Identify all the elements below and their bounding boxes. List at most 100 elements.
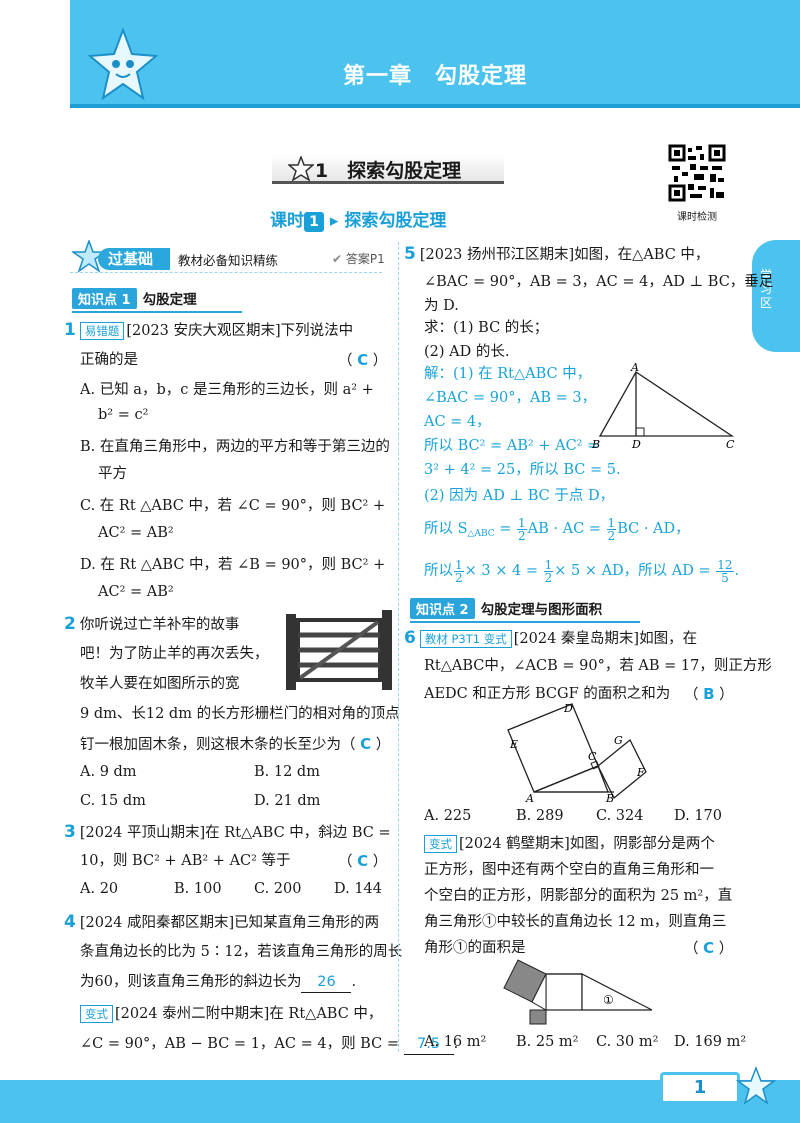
q6-variant-tag: 变式 xyxy=(424,835,457,853)
section-title-text: 探索勾股定理 xyxy=(347,160,462,182)
q5-frac-d2: 2 xyxy=(607,528,616,543)
q2-l5-text: 钉一根加固木条，则这根木条的长至少为（ xyxy=(80,737,356,753)
study-area-tab[interactable] xyxy=(752,240,800,352)
q1-optB1: B. 在直角三角形中，两边的平方和等于第三边的 xyxy=(80,439,390,455)
kp2-label: 知识点 2 xyxy=(410,598,475,619)
q4-variant-line2: ∠C = 90°，AB − BC = 1，AC = 4，则 BC = 7.5. xyxy=(80,1034,458,1055)
q5-label-a: A xyxy=(630,361,639,374)
q5-frac-d4: 2 xyxy=(544,570,553,585)
q5-s8c: × 5 × AD，所以 AD = xyxy=(554,563,716,579)
q3-number: 3 xyxy=(64,822,76,842)
q1-optC1: C. 在 Rt △ABC 中，若 ∠C = 90°，则 BC² + xyxy=(80,498,386,514)
q5-label-c: C xyxy=(726,438,735,451)
q3-option-c: C. 200 xyxy=(254,881,302,897)
q1-tag: 易错题 xyxy=(79,322,125,340)
q6-variant-option-c: C. 30 m² xyxy=(596,1034,659,1050)
q5-s8a: 所以 xyxy=(424,563,453,579)
q6-option-a: A. 225 xyxy=(424,808,472,824)
star-mascot-small-icon xyxy=(736,1066,776,1105)
q6-label-c: C xyxy=(588,750,597,763)
q4-l3-text: 为60，则该直角三角形的斜边长为 xyxy=(80,974,302,990)
q3-l1: [2024 平顶山期末]在 Rt△ABC 中，斜边 BC = xyxy=(79,825,391,841)
q5-l1: [2023 扬州邗江区期末]如图，在△ABC 中， xyxy=(419,247,710,263)
q1-stem1: 下列说法中 xyxy=(280,323,354,339)
q5-frac-ad-d: 5 xyxy=(721,570,729,585)
q5-frac-n2: 1 xyxy=(606,515,617,530)
q6-v3: 个空白的正方形，阴影部分的面积为 25 m²，直 xyxy=(424,888,733,904)
q4-answer-blank[interactable]: 26 xyxy=(301,972,352,993)
star-mascot-icon xyxy=(88,28,158,101)
q5-frac-n4: 1 xyxy=(543,557,554,572)
q6-triangle-label: ① xyxy=(603,993,614,1007)
answer-reference: ✔ 答案P1 xyxy=(332,250,385,267)
q5-frac-d3: 2 xyxy=(455,570,463,585)
q1-answer-value: C xyxy=(357,351,369,369)
q1-stem2: 正确的是 xyxy=(80,352,138,368)
q6-tag: 教材 P3T1 变式 xyxy=(419,630,512,648)
basics-title: 过基础 xyxy=(98,248,170,270)
qr-label: 课时检测 xyxy=(677,212,717,223)
q6-label-e: E xyxy=(509,738,518,751)
q2-l1: 你听说过亡羊补牢的故事 xyxy=(79,617,240,633)
q2-l5: 钉一根加固木条，则这根木条的长至少为（ C ） xyxy=(80,735,391,753)
q6-variant-line1: 变式[2024 鹤壁期末]如图，阴影部分是两个 xyxy=(424,834,715,854)
q6-label-a: A xyxy=(525,792,534,802)
q3-l2: 10，则 BC² + AB² + AC² 等于 xyxy=(80,853,291,869)
q2-answer-value: C xyxy=(360,735,372,753)
lesson-number-badge: 1 xyxy=(304,212,324,232)
q4-l2: 条直角边长的比为 5∶12，若该直角三角形的周长 xyxy=(80,944,403,960)
q4-line1: 4[2024 咸阳秦都区期末]已知某直角三角形的两 xyxy=(64,912,379,933)
q6-v1: [2024 鹤壁期末]如图，阴影部分是两个 xyxy=(459,836,715,852)
q5-line1: 5[2023 扬州邗江区期末]如图，在△ABC 中， xyxy=(404,244,709,265)
q4-variant-tag: 变式 xyxy=(80,1005,113,1023)
q5-frac-n1: 1 xyxy=(517,515,527,530)
section-title-bar xyxy=(272,154,504,184)
lesson-prefix: 课时 xyxy=(270,211,304,231)
q2-option-d: D. 21 dm xyxy=(254,793,321,809)
q2-l3: 牧羊人要在如图所示的宽 xyxy=(80,676,240,692)
q1-source: [2023 安庆大观区期末] xyxy=(126,323,281,339)
q6-v5: 角形①的面积是 xyxy=(424,940,526,956)
q5-l2: ∠BAC = 90°，AB = 3，AC = 4，AD ⊥ BC，垂足 xyxy=(424,274,774,290)
q5-number: 5 xyxy=(404,244,416,264)
chapter-header-band xyxy=(70,0,800,108)
q5-s7b: = xyxy=(494,521,517,537)
q3-option-a: A. 20 xyxy=(80,881,119,897)
q6-variant-answer-value: C xyxy=(703,939,715,957)
q1-answer: （ C ） xyxy=(338,351,388,369)
q5-label-b: B xyxy=(591,438,600,451)
section-title: 1 探索勾股定理 xyxy=(272,156,504,183)
q6-variant-option-a: A. 16 m² xyxy=(424,1034,487,1050)
q4-number: 4 xyxy=(64,912,76,932)
q2-option-b: B. 12 dm xyxy=(254,764,320,780)
q4-variant-answer-blank[interactable]: 7.5 xyxy=(403,1034,454,1055)
qr-code-icon[interactable] xyxy=(668,144,726,202)
q5-label-d: D xyxy=(631,438,641,451)
q5-frac-d1: 2 xyxy=(518,528,526,543)
q5-triangle-figure: A B D C xyxy=(591,361,735,451)
q1-optA2: b² = c² xyxy=(98,407,149,423)
study-area-tab-label: 学习区 xyxy=(759,268,772,310)
star-badge-icon xyxy=(288,156,314,182)
q2-l2: 吧！为了防止羊的再次丢失， xyxy=(80,646,269,662)
q3-option-b: B. 100 xyxy=(174,881,222,897)
q1-optC2: AC² = AB² xyxy=(98,525,174,541)
q6-v4: 角三角形①中较长的直角边长 12 m，则直角三 xyxy=(424,914,727,930)
q5-l3: 为 D. xyxy=(424,298,459,314)
q2-option-a: A. 9 dm xyxy=(80,764,137,780)
q5-s1: 解：(1) 在 Rt△ABC 中， xyxy=(424,366,592,382)
q5-s5: 3² + 4² = 25，所以 BC = 5. xyxy=(424,462,621,478)
q5-l5: (2) AD 的长. xyxy=(424,344,510,360)
q5-s7a: 所以 S xyxy=(424,521,468,537)
q5-s6: (2) 因为 AD ⊥ BC 于点 D， xyxy=(424,488,615,504)
